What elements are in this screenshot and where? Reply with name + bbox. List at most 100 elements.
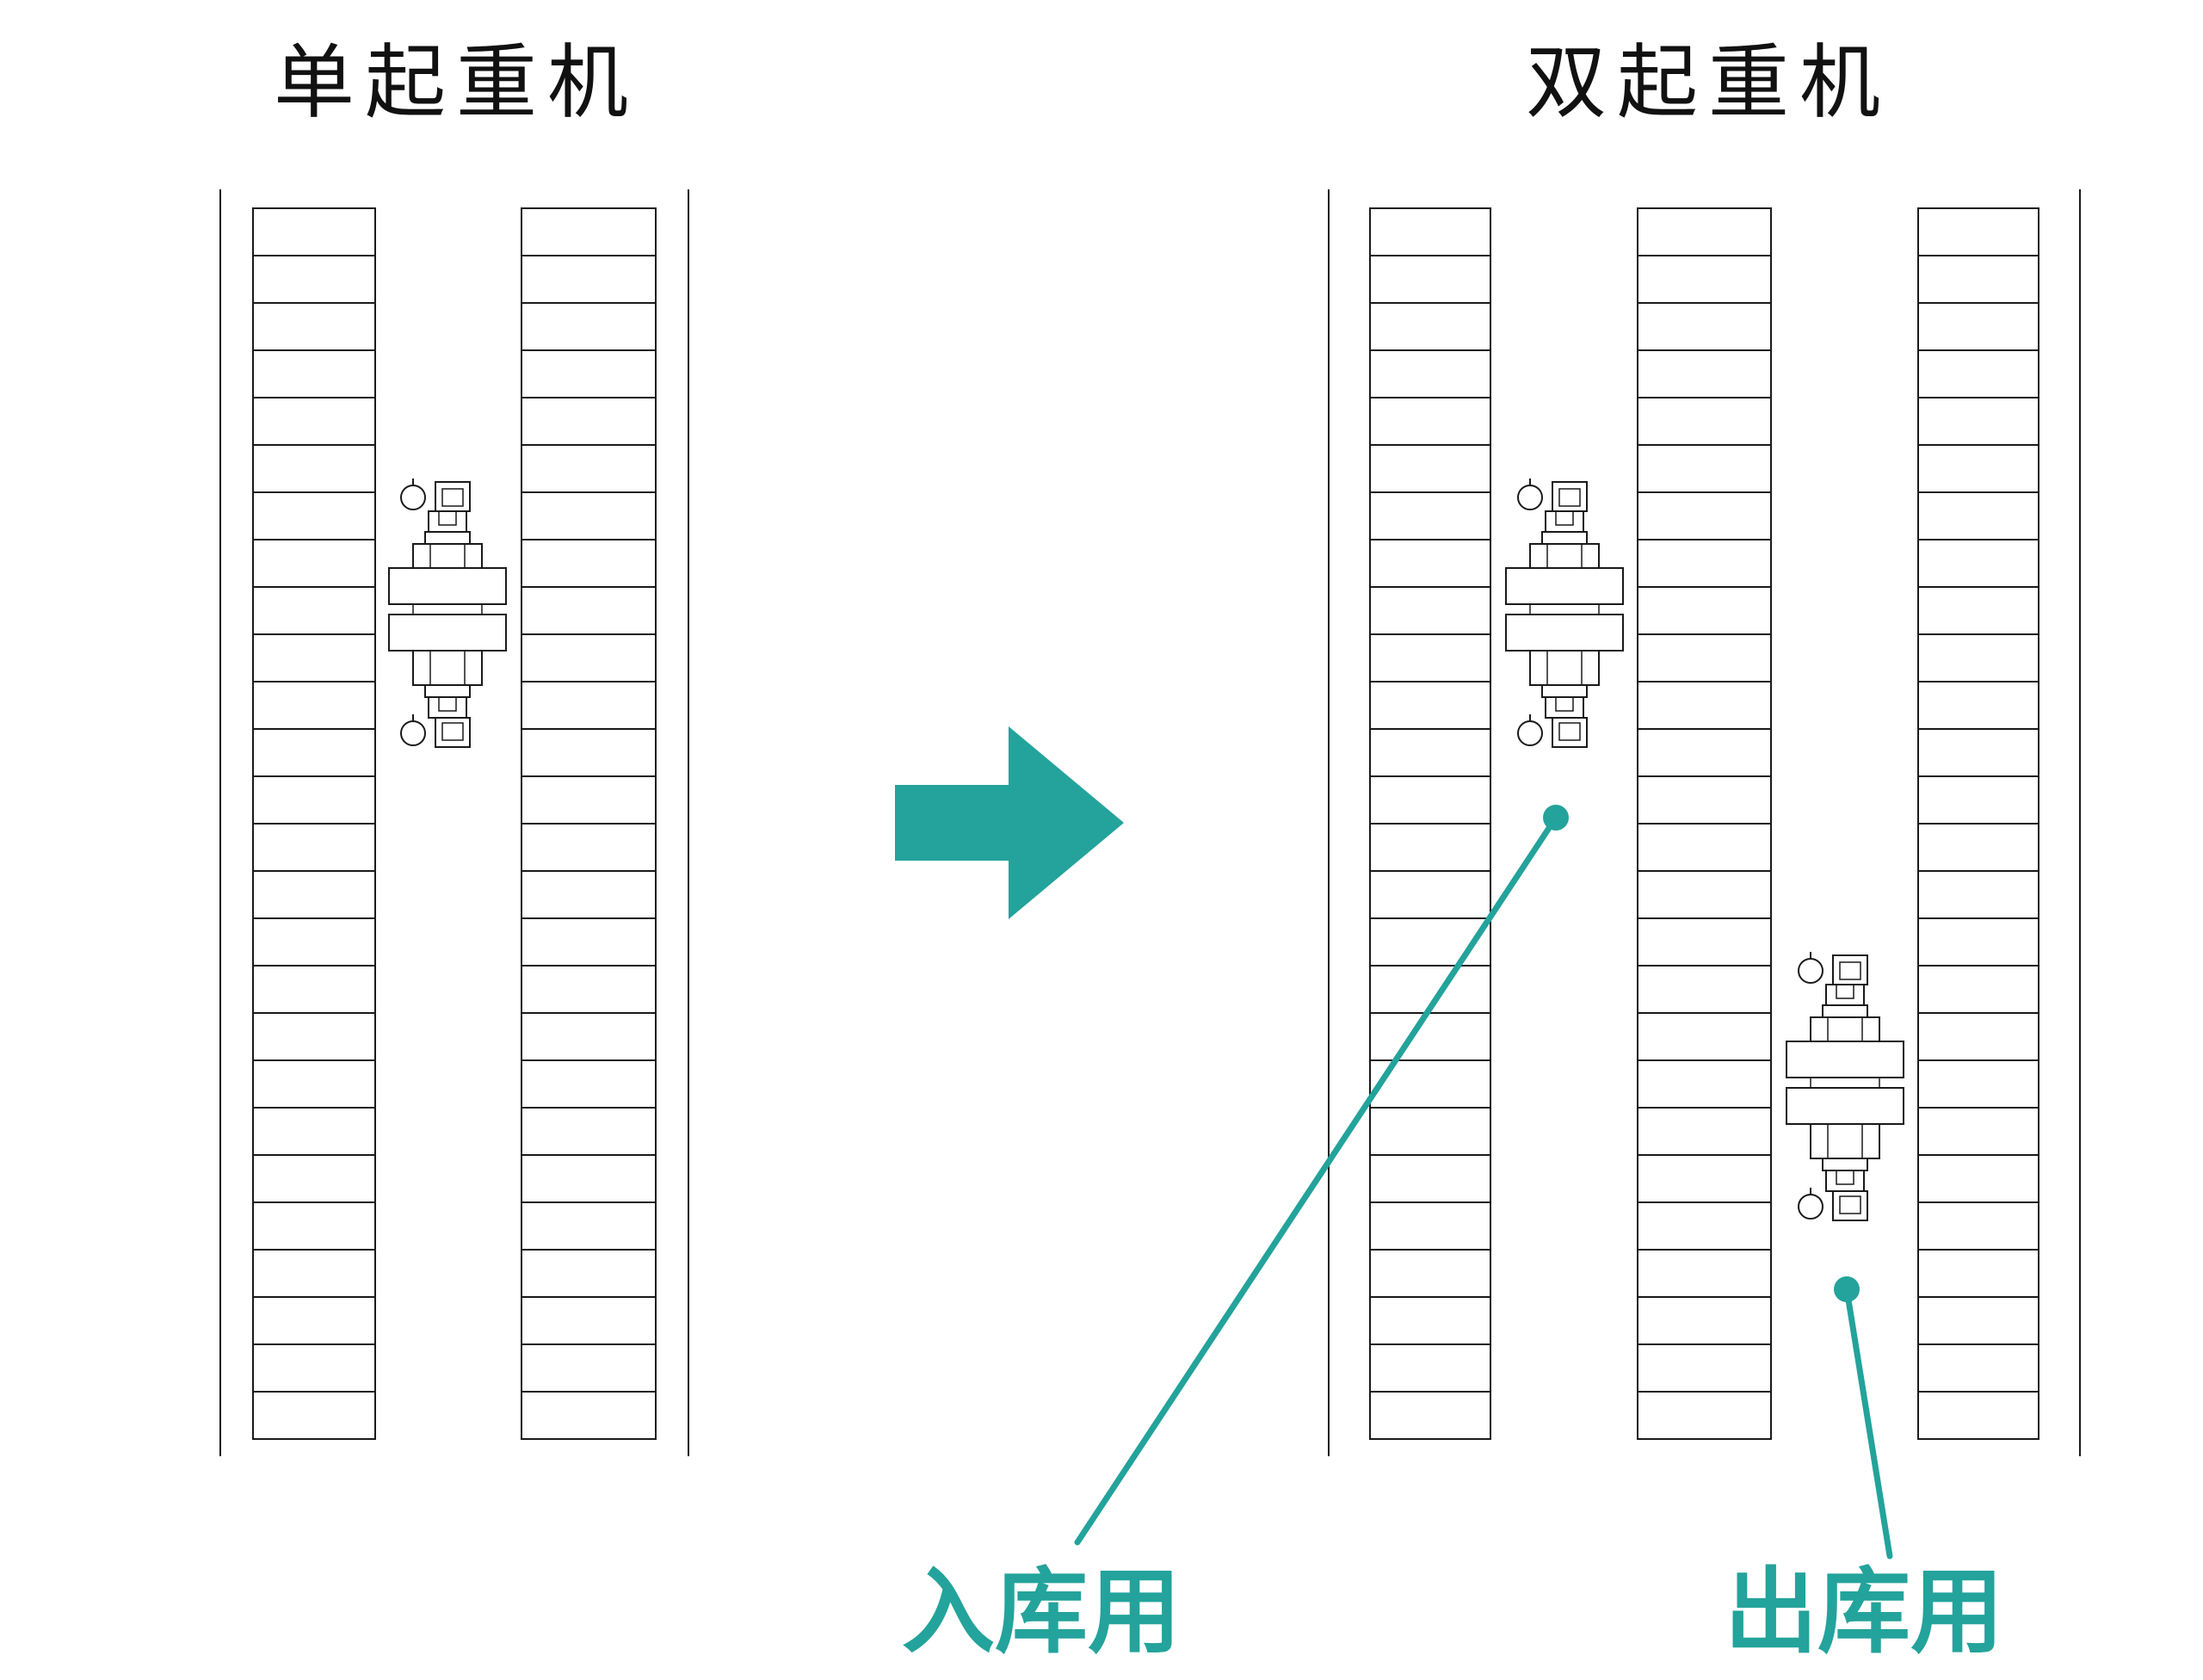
- rack-slot: [252, 728, 376, 777]
- rack-slot: [1917, 1343, 2039, 1393]
- rack-slot: [1917, 444, 2039, 493]
- rack-slot: [1369, 633, 1491, 682]
- rack-slot: [1637, 1343, 1772, 1393]
- rack-slot: [252, 681, 376, 730]
- rack-slot: [1369, 1391, 1491, 1440]
- rack-slot: [521, 1012, 657, 1061]
- rack-slot: [1369, 1012, 1491, 1061]
- rack-slot: [1917, 491, 2039, 540]
- right-title: 双起重机: [1526, 36, 1891, 130]
- rack-slot: [1369, 207, 1491, 256]
- rack-slot: [252, 207, 376, 256]
- rack-slot: [521, 1107, 657, 1156]
- rack-slot: [521, 539, 657, 588]
- rack-slot: [521, 586, 657, 635]
- rack-slot: [1369, 775, 1491, 825]
- rack-slot: [521, 491, 657, 540]
- rack-column: [521, 207, 657, 1440]
- rack-slot: [1917, 681, 2039, 730]
- rack-slot: [1637, 823, 1772, 872]
- rack-slot: [1637, 444, 1772, 493]
- rack-slot: [252, 1249, 376, 1298]
- rack-slot: [252, 633, 376, 682]
- rack-slot: [252, 823, 376, 872]
- rack-slot: [1369, 397, 1491, 446]
- rack-slot: [1917, 1391, 2039, 1440]
- rack-slot: [1637, 1391, 1772, 1440]
- rack-slot: [1637, 1059, 1772, 1109]
- rack-slot: [521, 1296, 657, 1345]
- callout-dot-icon: [1834, 1276, 1860, 1302]
- rack-slot: [252, 491, 376, 540]
- rack-slot: [1637, 1296, 1772, 1345]
- rack-slot: [252, 349, 376, 398]
- rack-slot: [252, 917, 376, 967]
- rack-slot: [252, 1296, 376, 1345]
- rack-slot: [1637, 586, 1772, 635]
- crane-icon: [1505, 478, 1624, 748]
- rack-slot: [252, 870, 376, 919]
- rack-slot: [1917, 633, 2039, 682]
- rack-slot: [1917, 207, 2039, 256]
- rack-slot: [1369, 1249, 1491, 1298]
- rack-slot: [521, 965, 657, 1014]
- rack-slot: [1917, 397, 2039, 446]
- rack-slot: [1369, 539, 1491, 588]
- rack-slot: [1369, 444, 1491, 493]
- rack-slot: [252, 1107, 376, 1156]
- rack-slot: [1637, 728, 1772, 777]
- rack-slot: [1917, 255, 2039, 304]
- rack-slot: [1637, 491, 1772, 540]
- rack-slot: [1637, 1249, 1772, 1298]
- rack-slot: [1917, 823, 2039, 872]
- rack-slot: [521, 207, 657, 256]
- rack-slot: [521, 728, 657, 777]
- inbound-label: 入库用: [902, 1559, 1181, 1666]
- rack-slot: [521, 870, 657, 919]
- rack-slot: [521, 917, 657, 967]
- rack-slot: [521, 349, 657, 398]
- rack-slot: [1369, 255, 1491, 304]
- single-crane-layout: [219, 189, 689, 1456]
- rack-slot: [1917, 302, 2039, 351]
- rack-slot: [521, 397, 657, 446]
- rack-slot: [1369, 1154, 1491, 1203]
- rack-slot: [1637, 1012, 1772, 1061]
- rack-slot: [1917, 349, 2039, 398]
- rack-slot: [1637, 870, 1772, 919]
- rack-slot: [521, 633, 657, 682]
- rack-slot: [252, 1201, 376, 1251]
- rack-slot: [1637, 1201, 1772, 1251]
- rack-slot: [521, 444, 657, 493]
- rack-slot: [252, 444, 376, 493]
- rack-slot: [1637, 965, 1772, 1014]
- rack-column: [252, 207, 376, 1440]
- rack-slot: [252, 965, 376, 1014]
- rack-slot: [1637, 681, 1772, 730]
- rack-slot: [252, 775, 376, 825]
- left-title: 单起重机: [274, 36, 639, 130]
- rack-slot: [1369, 823, 1491, 872]
- rack-slot: [1917, 775, 2039, 825]
- rack-slot: [521, 681, 657, 730]
- rack-slot: [1917, 1012, 2039, 1061]
- rack-slot: [1917, 1154, 2039, 1203]
- rack-slot: [1369, 1201, 1491, 1251]
- rack-slot: [1369, 302, 1491, 351]
- rack-slot: [1917, 1107, 2039, 1156]
- rack-slot: [1637, 397, 1772, 446]
- double-crane-layout: [1328, 189, 2081, 1456]
- rack-slot: [521, 255, 657, 304]
- rack-slot: [252, 1391, 376, 1440]
- inbound-callout: 入库用: [902, 805, 1569, 1666]
- rack-slot: [1637, 349, 1772, 398]
- rack-slot: [252, 255, 376, 304]
- rack-slot: [1369, 1343, 1491, 1393]
- rack-slot: [1637, 1154, 1772, 1203]
- rack-slot: [1637, 1107, 1772, 1156]
- rack-slot: [1917, 1296, 2039, 1345]
- rack-slot: [1637, 633, 1772, 682]
- rack-slot: [1917, 965, 2039, 1014]
- rack-slot: [521, 1154, 657, 1203]
